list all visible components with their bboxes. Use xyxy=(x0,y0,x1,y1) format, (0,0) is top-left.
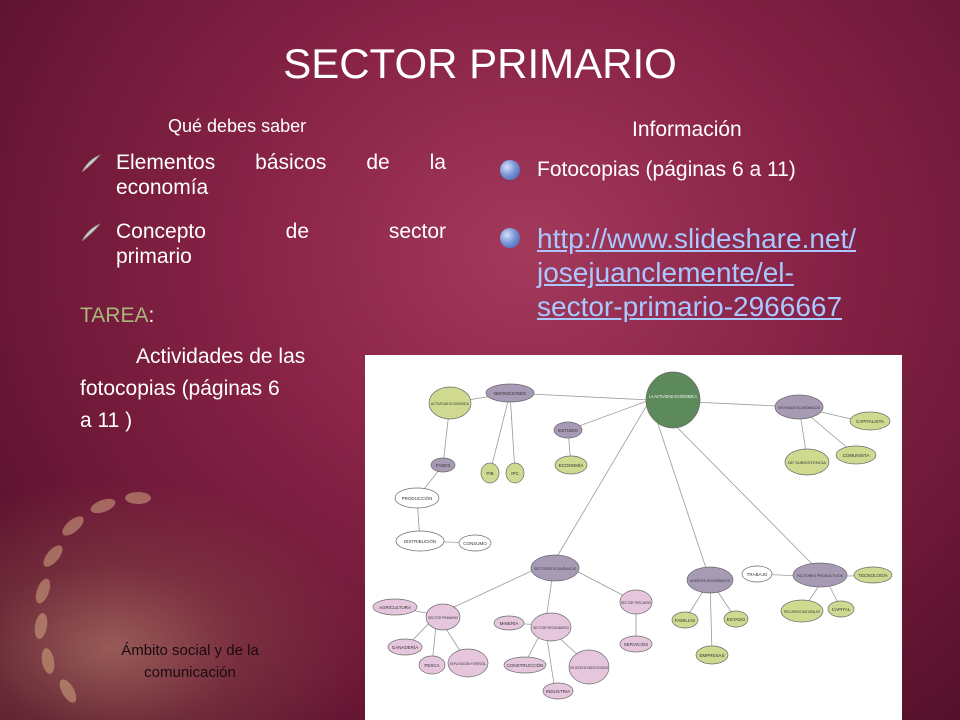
map-node-label: TECNOLOGÍA xyxy=(858,572,888,578)
footer-line: Ámbito social y de la xyxy=(121,642,259,659)
map-node-label: CONSTRUCCIÓN xyxy=(507,662,544,668)
map-node-label: FACTORES PRODUCTIVOS xyxy=(797,573,843,578)
bullet-text-line1: Concepto de sector xyxy=(116,220,446,243)
map-node-label: COMUNISTA xyxy=(843,453,870,458)
bullet-text-line2: economía xyxy=(116,176,209,199)
map-node-label: SECTOR SECUNDARIO xyxy=(533,625,569,630)
link-line: josejuanclemente/el- xyxy=(537,257,794,288)
map-node-label: INDUSTRIA xyxy=(546,689,570,694)
tarea-label: TAREA xyxy=(80,304,149,327)
map-node-label: AGRICULTURA xyxy=(379,605,411,610)
map-node-label: CAPITALISTA xyxy=(856,419,884,424)
map-node-label: DEFINICIONES xyxy=(494,391,526,396)
tarea-body: Actividades de las fotocopias (páginas 6… xyxy=(80,341,365,437)
map-node-label: ECONOMÍA xyxy=(559,462,584,468)
map-node-label: PIB xyxy=(486,471,493,476)
map-node-label: SECTOR PRIMARIO xyxy=(428,615,458,620)
map-node-label: GANADERÍA xyxy=(392,644,419,650)
map-node-label: CAPITAL xyxy=(832,607,851,612)
laurel-wreath-decoration xyxy=(0,480,370,720)
map-node-label: CONSUMO xyxy=(463,541,487,546)
quill-bullet-icon xyxy=(81,223,101,242)
map-node-label: RECURSOS NATURALES xyxy=(784,609,820,614)
left-subtitle: Qué debes saber xyxy=(168,116,307,136)
map-node-label: ESTADO xyxy=(727,617,746,622)
slide-title: SECTOR PRIMARIO xyxy=(283,40,677,87)
map-node-label: ESTUDIO xyxy=(558,428,579,433)
orb-bullet-icon xyxy=(500,228,520,248)
map-node-label: SECTORES ECONÓMICOS xyxy=(534,566,576,571)
map-node-label: PESCA xyxy=(424,663,439,668)
map-node-label: FAMILIAS xyxy=(675,618,695,623)
map-node-label: EXPLOTACIÓN DE FUENTES DE ENERGÍA xyxy=(570,665,608,670)
map-node-label: FASES xyxy=(436,463,451,468)
tarea-line: a 11 ) xyxy=(80,409,133,432)
map-node-label: SERVICIOS xyxy=(624,642,648,647)
info-text: Fotocopias (páginas 6 a 11) xyxy=(537,158,796,181)
map-node-label: DE SUBSISTENCIA xyxy=(788,460,826,465)
concept-map-image: LA ACTIVIDAD ECONÓMICA DEFINICIONES ACTI… xyxy=(365,355,902,720)
map-node-label: EMPRESAS xyxy=(699,653,724,658)
footer-line: comunicación xyxy=(144,664,236,681)
slideshare-link[interactable]: http://www.slideshare.net/ josejuancleme… xyxy=(537,222,907,324)
tarea-colon: : xyxy=(148,304,155,327)
map-node-label: ACTIVIDAD ECONÓMICA xyxy=(431,401,469,406)
map-node-label: IPC xyxy=(511,471,519,476)
tarea-line: Actividades de las xyxy=(136,345,306,368)
map-node-label: SECTOR TERCIARIO xyxy=(621,600,651,605)
map-node-label: MINERÍA xyxy=(500,620,519,626)
bullet-text-line1: Elementos básicos de la xyxy=(116,151,446,174)
map-node-label: EXPLOTACIÓN FORESTAL xyxy=(450,661,487,666)
tarea-heading: TAREA: xyxy=(80,304,154,328)
footer-caption: Ámbito social y de la comunicación xyxy=(90,640,290,684)
bullet-item: Elementos básicos de la economía xyxy=(80,150,446,202)
link-line: sector-primario-2966667 xyxy=(537,291,843,322)
map-node-label: TRABAJO xyxy=(747,572,768,577)
right-subtitle: Información xyxy=(632,118,742,141)
orb-bullet-icon xyxy=(500,160,520,180)
bullet-text-line2: primario xyxy=(116,245,192,268)
map-node-label: PRODUCCIÓN xyxy=(402,495,433,501)
map-node-label: DISTRIBUCIÓN xyxy=(404,538,436,544)
link-line: http://www.slideshare.net/ xyxy=(537,223,857,254)
map-node-label: SISTEMAS ECONÓMICOS xyxy=(778,405,820,410)
quill-bullet-icon xyxy=(81,154,101,173)
tarea-line: fotocopias (páginas 6 xyxy=(80,377,280,400)
map-node-label: AGENTES ECONÓMICOS xyxy=(690,578,730,583)
bullet-item: Concepto de sector primario xyxy=(80,219,446,271)
map-node-label: LA ACTIVIDAD ECONÓMICA xyxy=(649,393,697,399)
